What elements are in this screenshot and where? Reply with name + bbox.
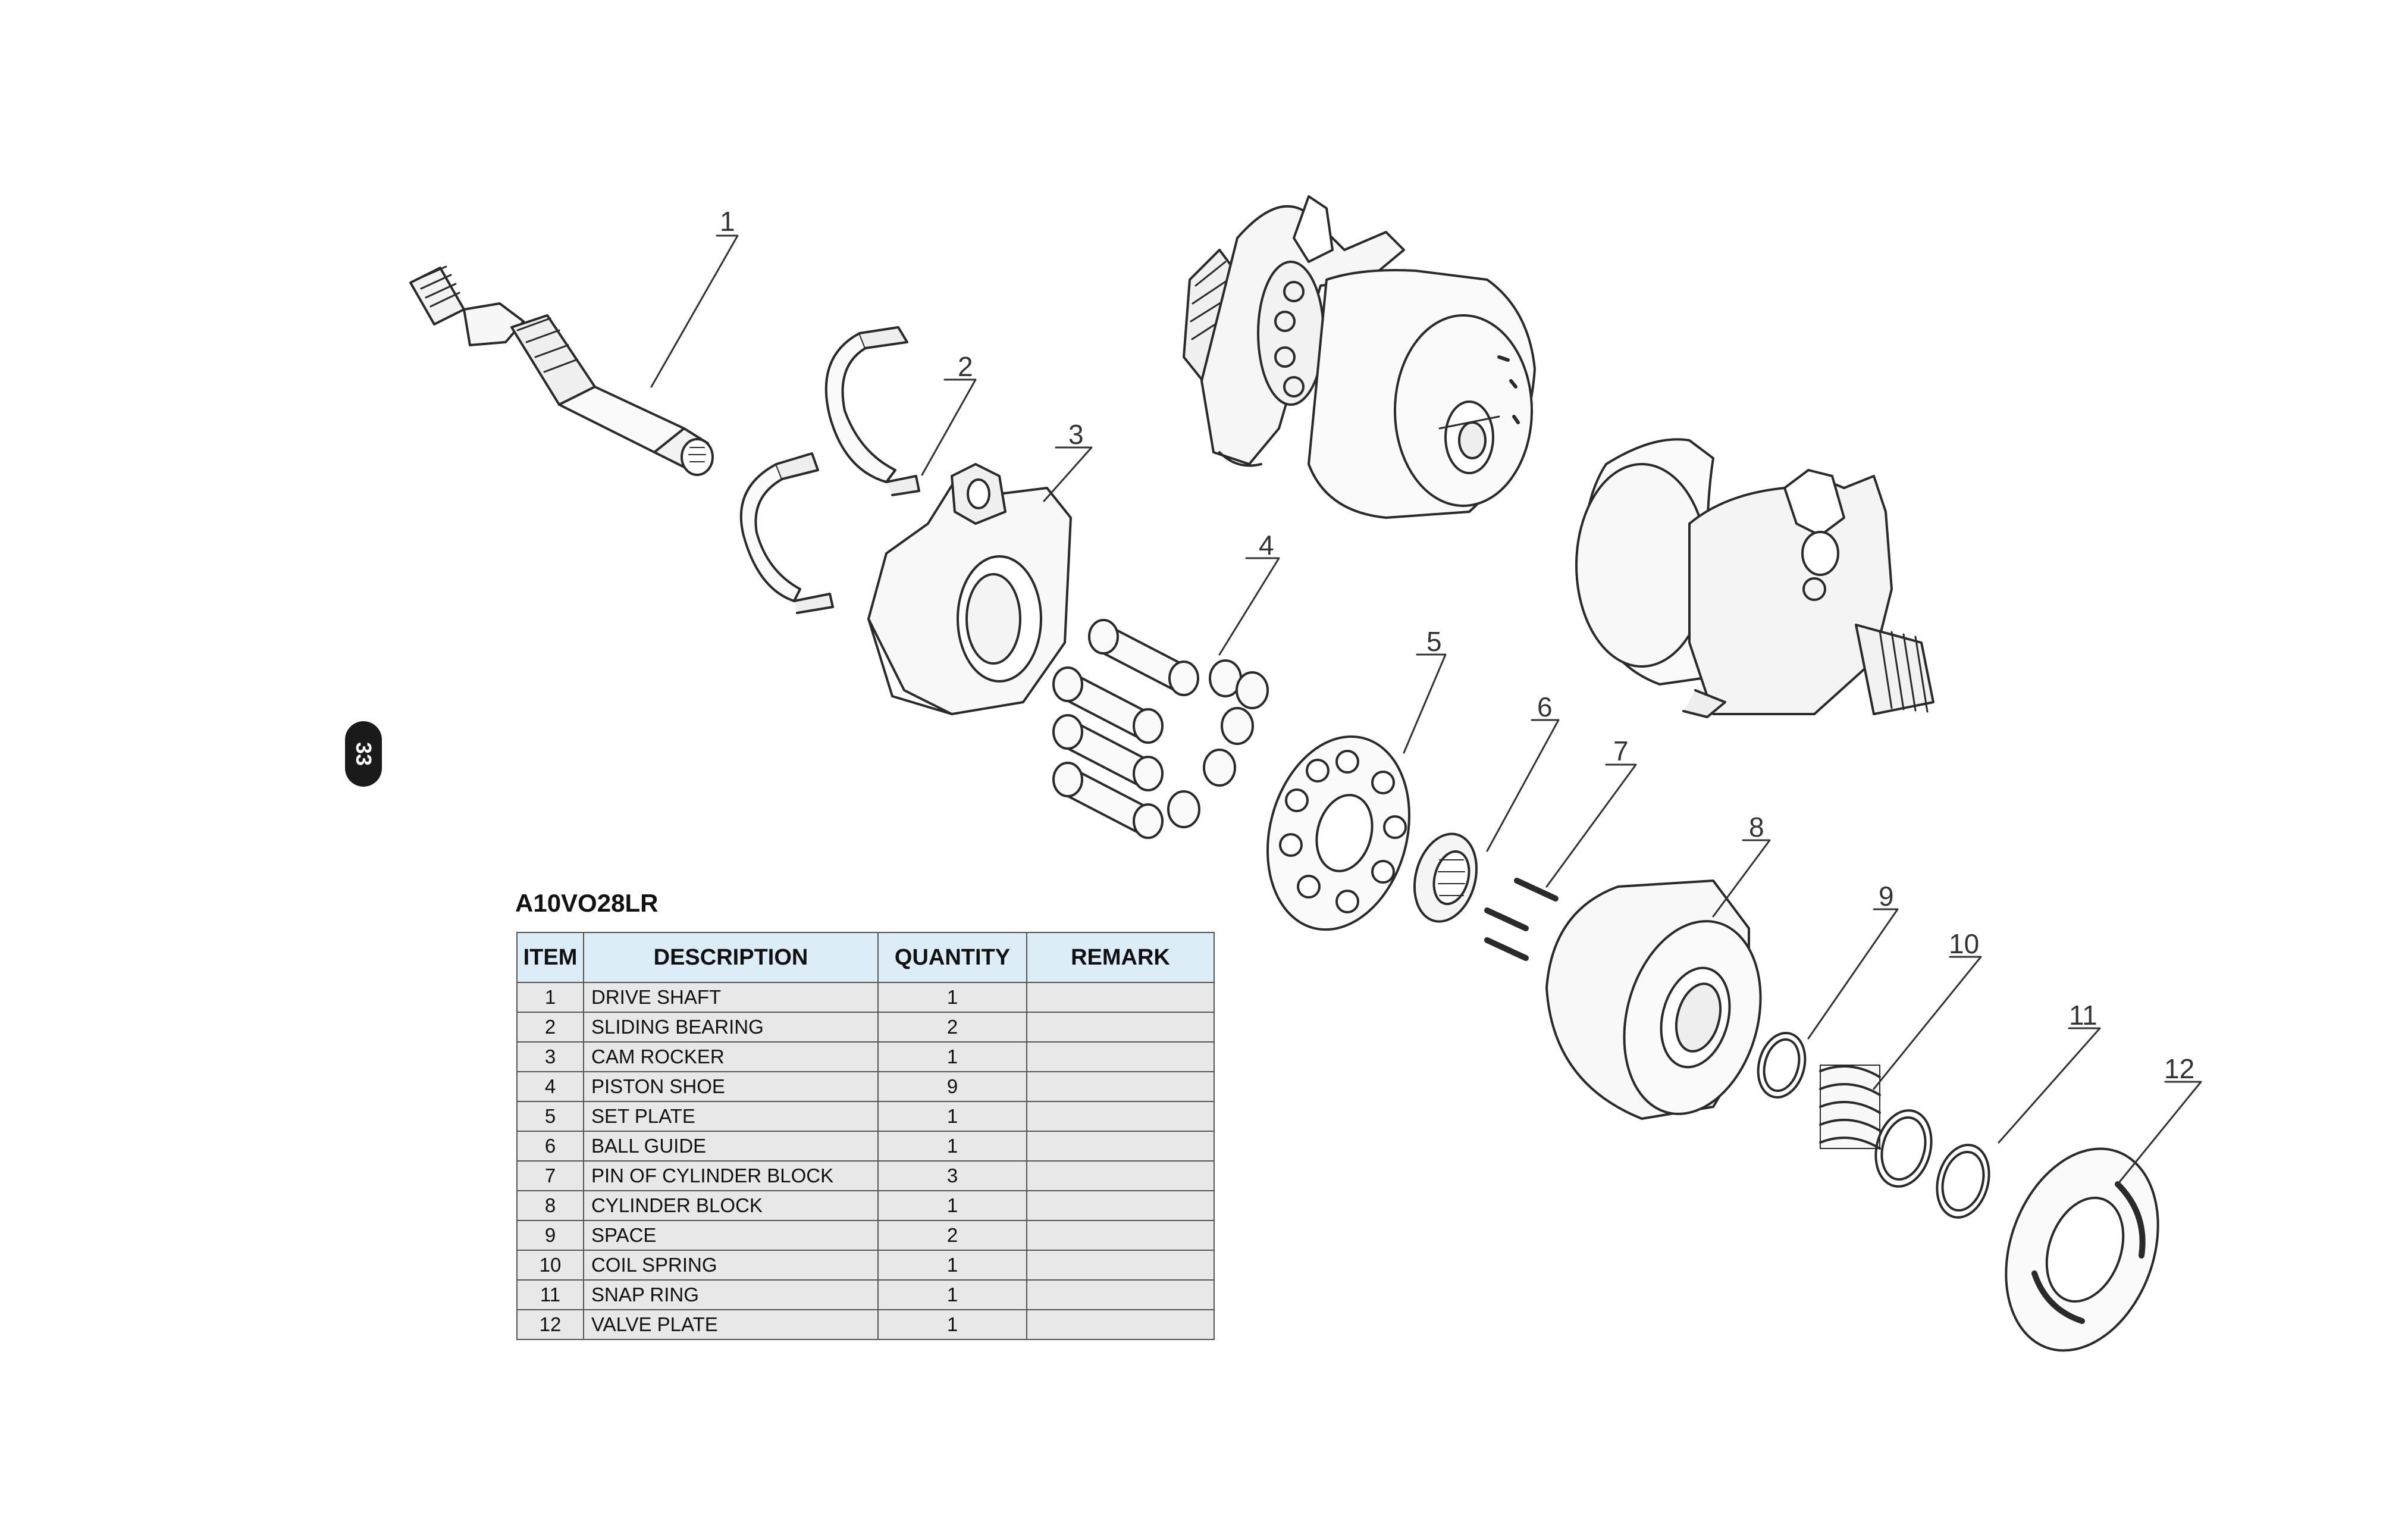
cell-quantity: 3 [877, 1160, 1027, 1191]
cell-quantity: 1 [877, 1250, 1027, 1281]
model-title: A10VO28LR [515, 889, 659, 917]
cell-remark [1026, 982, 1215, 1013]
assembled-pump-upper [1183, 195, 1536, 519]
cell-remark [1026, 1309, 1215, 1340]
cell-item: 9 [516, 1220, 584, 1251]
callout-labels: 1 2 3 4 5 6 7 8 9 10 11 12 [720, 206, 2194, 1084]
callout-10: 10 [1949, 928, 1979, 959]
cell-description: VALVE PLATE [583, 1309, 879, 1340]
page-number-badge: 33 [345, 721, 382, 787]
header-quantity: QUANTITY [877, 932, 1027, 983]
valve-plate-part [2005, 1147, 2159, 1352]
callout-leaders [650, 234, 2202, 1185]
callout-3: 3 [1068, 419, 1084, 450]
piston-shoe-part [1052, 619, 1269, 839]
sliding-bearing-part [739, 326, 920, 614]
callout-5: 5 [1426, 626, 1442, 657]
cylinder-block-pin-part [1484, 878, 1559, 961]
cell-remark [1026, 1131, 1215, 1162]
cell-description: DRIVE SHAFT [583, 982, 879, 1013]
cell-description: BALL GUIDE [583, 1131, 879, 1162]
cell-quantity: 1 [877, 1279, 1027, 1310]
cell-item: 10 [516, 1250, 584, 1281]
table-header-row: ITEM DESCRIPTION QUANTITY REMARK [516, 932, 1215, 983]
cell-remark [1026, 1160, 1215, 1191]
cell-remark [1026, 1041, 1215, 1072]
snap-ring-part [1874, 1109, 1990, 1219]
assembled-pump-lower [1575, 438, 1934, 718]
callout-8: 8 [1749, 812, 1764, 843]
cell-item: 4 [516, 1071, 584, 1102]
cell-description: SET PLATE [583, 1101, 879, 1132]
space-ring-part [1757, 1031, 1807, 1099]
cell-quantity: 2 [877, 1220, 1027, 1251]
cell-quantity: 1 [877, 1101, 1027, 1132]
cell-description: COIL SPRING [583, 1250, 879, 1281]
callout-1: 1 [720, 206, 735, 237]
cell-remark [1026, 1101, 1215, 1132]
cell-remark [1026, 1190, 1215, 1221]
cell-quantity: 2 [877, 1012, 1027, 1043]
cell-remark [1026, 1071, 1215, 1102]
cell-description: SNAP RING [583, 1279, 879, 1310]
callout-4: 4 [1259, 530, 1274, 561]
cell-description: CAM ROCKER [583, 1041, 879, 1072]
cell-description: SPACE [583, 1220, 879, 1251]
cell-remark [1026, 1279, 1215, 1310]
cell-item: 11 [516, 1279, 584, 1310]
cell-remark [1026, 1012, 1215, 1043]
cell-quantity: 9 [877, 1071, 1027, 1102]
page-number: 33 [351, 741, 376, 766]
cell-item: 2 [516, 1012, 584, 1043]
cell-remark [1026, 1250, 1215, 1281]
cell-quantity: 1 [877, 1190, 1027, 1221]
cell-quantity: 1 [877, 1309, 1027, 1340]
header-remark: REMARK [1026, 932, 1215, 983]
header-item: ITEM [516, 932, 584, 983]
set-plate-part [1266, 735, 1411, 931]
cell-item: 7 [516, 1160, 584, 1191]
callout-12: 12 [2164, 1053, 2194, 1084]
callout-9: 9 [1879, 881, 1894, 912]
cell-item: 8 [516, 1190, 584, 1221]
drive-shaft-part [409, 265, 714, 476]
cell-item: 1 [516, 982, 584, 1013]
callout-6: 6 [1537, 691, 1553, 722]
callout-11: 11 [2069, 1000, 2097, 1031]
cell-description: PISTON SHOE [583, 1071, 879, 1102]
cell-item: 3 [516, 1041, 584, 1072]
coil-spring-part [1819, 1065, 1881, 1150]
ball-guide-part [1413, 832, 1478, 923]
cell-description: CYLINDER BLOCK [583, 1190, 879, 1221]
cell-item: 12 [516, 1309, 584, 1340]
cam-rocker-part [867, 463, 1072, 715]
cylinder-block-part [1545, 879, 1762, 1120]
cell-quantity: 1 [877, 1041, 1027, 1072]
cell-item: 5 [516, 1101, 584, 1132]
cell-quantity: 1 [877, 982, 1027, 1013]
callout-7: 7 [1613, 735, 1629, 766]
callout-2: 2 [958, 351, 973, 382]
cell-description: PIN OF CYLINDER BLOCK [583, 1160, 879, 1191]
cell-remark [1026, 1220, 1215, 1251]
header-description: DESCRIPTION [583, 932, 879, 983]
cell-item: 6 [516, 1131, 584, 1162]
cell-description: SLIDING BEARING [583, 1012, 879, 1043]
cell-quantity: 1 [877, 1131, 1027, 1162]
